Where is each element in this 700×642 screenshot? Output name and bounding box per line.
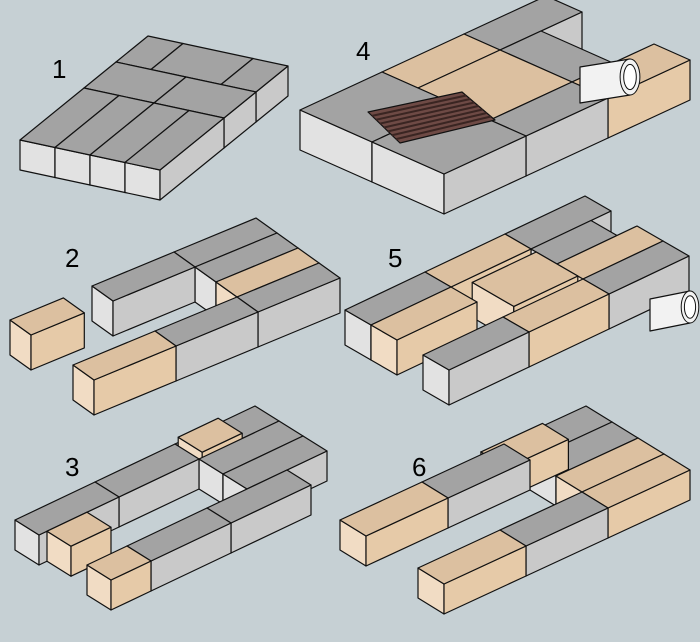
brick-top-face bbox=[46, 511, 112, 547]
brick-top-face bbox=[422, 316, 530, 371]
grate-bar bbox=[379, 101, 475, 125]
grate-bar bbox=[387, 108, 483, 133]
brick-top-face bbox=[86, 545, 152, 581]
brick-top-face bbox=[124, 109, 225, 171]
brick-gray bbox=[422, 316, 530, 406]
step-label-2: 2 bbox=[65, 243, 80, 273]
brick-top-face bbox=[177, 417, 243, 453]
grate-bar bbox=[395, 115, 492, 141]
brick-top-face bbox=[91, 251, 196, 302]
pipe-end bbox=[683, 295, 697, 319]
brick-tan bbox=[9, 297, 85, 371]
step-label-6: 6 bbox=[412, 452, 427, 482]
brick-tan bbox=[339, 481, 449, 567]
brick-gray bbox=[124, 109, 225, 201]
brick-top-face bbox=[471, 251, 579, 307]
grate-bar bbox=[383, 105, 479, 129]
brick-top-face bbox=[370, 286, 478, 341]
brick-tan bbox=[86, 545, 152, 611]
step-label-3: 3 bbox=[65, 452, 80, 482]
step-6-bricks bbox=[339, 405, 691, 615]
step-5-bricks bbox=[344, 195, 700, 406]
brick-top-face bbox=[14, 481, 120, 536]
grate-bar bbox=[371, 94, 467, 117]
brick-top-face bbox=[417, 529, 527, 585]
step-2-bricks bbox=[9, 217, 341, 416]
brick-top-face bbox=[9, 297, 85, 336]
step-4-bricks bbox=[299, 0, 691, 215]
grate-bar bbox=[375, 98, 471, 121]
step-label-5: 5 bbox=[388, 243, 403, 273]
brick-tan bbox=[417, 529, 527, 615]
step-label-1: 1 bbox=[52, 54, 67, 84]
brick-top-face bbox=[339, 481, 449, 537]
grate-bar bbox=[391, 112, 487, 137]
brick-tan bbox=[46, 511, 112, 577]
step-label-4: 4 bbox=[356, 36, 371, 66]
step-1-slab bbox=[19, 35, 289, 201]
pipe-end bbox=[623, 63, 637, 91]
brick-tan bbox=[72, 330, 177, 416]
brick-top-face bbox=[222, 435, 328, 490]
brick-gray bbox=[91, 251, 196, 337]
step-3-bricks bbox=[14, 405, 328, 611]
brick-top-face bbox=[72, 330, 177, 381]
